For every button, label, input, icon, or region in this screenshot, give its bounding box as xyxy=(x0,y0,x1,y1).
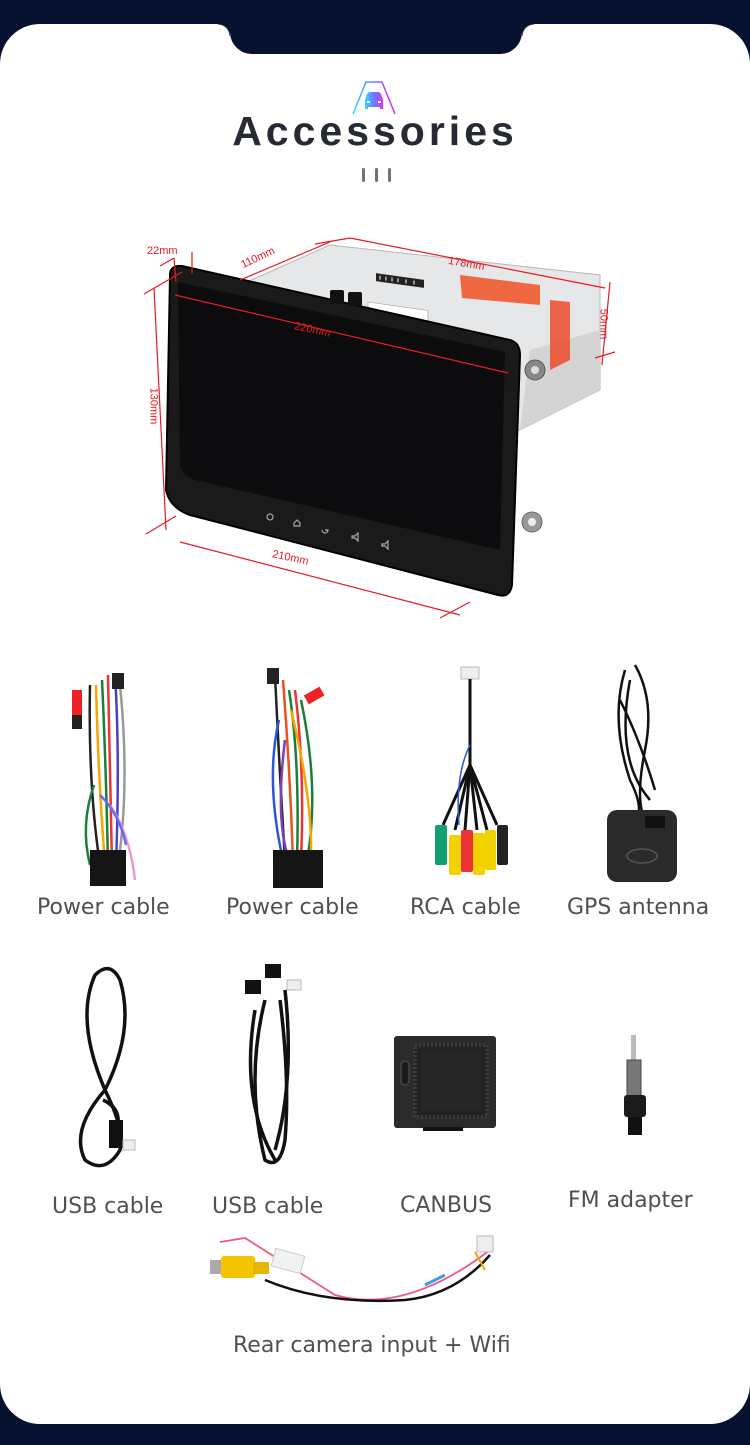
accessory-label: USB cable xyxy=(52,1194,164,1219)
top-notch xyxy=(218,24,534,54)
rear-camera-cable-icon xyxy=(210,1235,494,1303)
wire-harness-icon xyxy=(267,668,325,888)
canbus-box-icon xyxy=(394,1036,496,1131)
rca-cable-icon xyxy=(435,666,508,875)
volume-up-icon xyxy=(381,539,389,551)
accessory-label: RCA cable xyxy=(410,895,521,920)
volume-down-icon xyxy=(351,531,359,543)
gps-antenna-icon xyxy=(607,664,677,882)
home-icon xyxy=(293,519,301,527)
usb-cable-icon xyxy=(245,964,302,1165)
fm-adapter-icon xyxy=(624,1035,646,1135)
head-unit-diagram xyxy=(143,237,616,619)
accessory-label: Rear camera input + Wifi xyxy=(233,1333,511,1358)
accessory-label: CANBUS xyxy=(400,1193,493,1218)
accessory-label: Power cable xyxy=(37,895,170,920)
car-road-icon xyxy=(352,81,396,115)
dimension-label-chassis-height: 50mm xyxy=(597,308,610,340)
wire-harness-icon xyxy=(72,673,137,886)
back-icon xyxy=(321,529,329,534)
page-title: Accessories xyxy=(232,108,518,154)
accessory-label: USB cable xyxy=(212,1194,324,1219)
title-divider xyxy=(356,168,396,182)
usb-cable-icon xyxy=(78,966,136,1168)
dimension-label-screen-height: 130mm xyxy=(147,387,160,425)
accessory-label: GPS antenna xyxy=(567,895,710,920)
dimension-label-bezel-depth: 22mm xyxy=(147,245,178,257)
accessory-label: FM adapter xyxy=(568,1188,693,1213)
power-icon xyxy=(266,513,274,521)
accessory-label: Power cable xyxy=(226,895,359,920)
